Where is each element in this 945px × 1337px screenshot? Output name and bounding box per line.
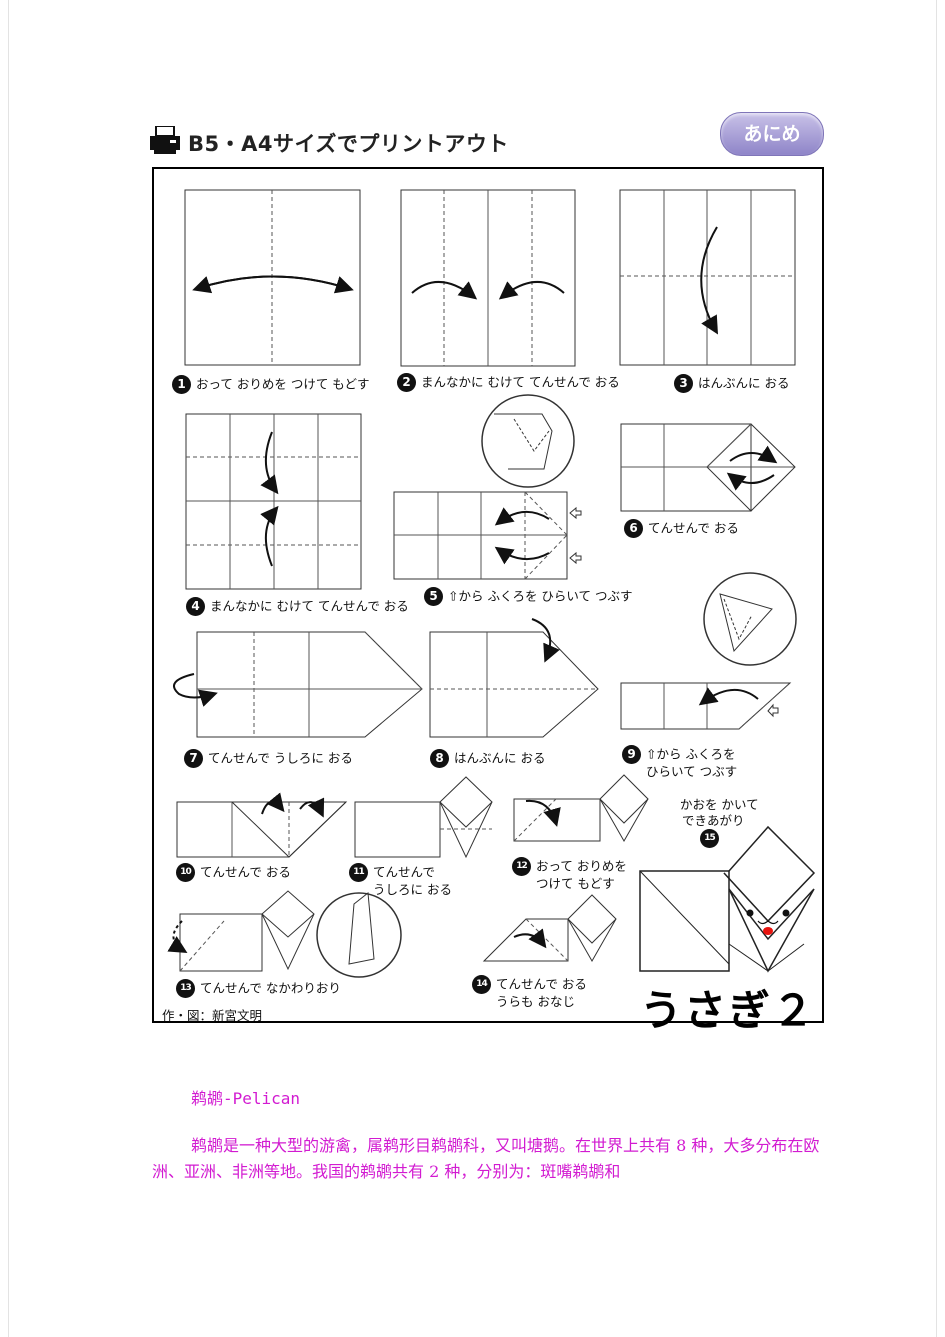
step-15-number: 15 xyxy=(700,829,719,848)
step-8-number: 8 xyxy=(430,749,449,768)
step-11-number: 11 xyxy=(349,863,368,882)
article-title: 鹈鹕-Pelican xyxy=(191,1089,301,1108)
step-5-number: 5 xyxy=(424,587,443,606)
step-11-paper xyxy=(354,801,441,858)
step-8-paper xyxy=(429,631,599,738)
print-header: B5・A4サイズでプリントアウト あにめ xyxy=(148,112,838,162)
rabbit-nose xyxy=(763,927,773,935)
page-edge-left xyxy=(8,0,9,1337)
step-7-paper xyxy=(196,631,423,738)
step-13-number: 13 xyxy=(176,979,195,998)
author-credit: 作・図：新宮文明 xyxy=(162,1008,263,1023)
step-9-paper xyxy=(620,682,792,730)
step-5-caption: 5⇧から ふくろを ひらいて つぶす xyxy=(424,587,633,606)
step-6-number: 6 xyxy=(624,519,643,538)
step-5-detail-circle xyxy=(481,394,575,488)
step-14-number: 14 xyxy=(472,975,491,994)
step-7-number: 7 xyxy=(184,749,203,768)
step-12-paper xyxy=(513,798,601,842)
step-1-number: 1 xyxy=(172,375,191,394)
finished-rabbit-body xyxy=(639,870,730,972)
step-12-number: 12 xyxy=(512,857,531,876)
step-9-number: 9 xyxy=(622,745,641,764)
step-2-number: 2 xyxy=(397,373,416,392)
step-15-caption: かおを かいて できあがり 15 xyxy=(680,797,759,848)
step-13-detail-circle xyxy=(316,892,402,978)
step-4-number: 4 xyxy=(186,597,205,616)
step-3-number: 3 xyxy=(674,374,693,393)
step-13-paper xyxy=(179,913,263,972)
rabbit-eye-left xyxy=(746,909,754,917)
step-9-detail-circle xyxy=(703,572,797,666)
step-14-paper xyxy=(482,918,569,962)
article-body: 鹈鹕是一种大型的游禽，属鹈形目鹈鹕科，又叫塘鹅。在世界上共有 8 种，大多分布在… xyxy=(152,1136,820,1181)
step-10-number: 10 xyxy=(176,863,195,882)
print-size-label: B5・A4サイズでプリントアウト xyxy=(188,132,509,156)
rabbit-eye-right xyxy=(782,909,790,917)
model-title: うさぎ２ xyxy=(640,986,817,1035)
page-edge-right xyxy=(936,0,937,1337)
step-9-caption: 9⇧から ふくろを ひらいて つぶす xyxy=(622,745,737,780)
anime-button[interactable]: あにめ xyxy=(720,112,824,156)
fold-diagrams xyxy=(167,189,816,978)
printer-icon xyxy=(150,126,180,154)
